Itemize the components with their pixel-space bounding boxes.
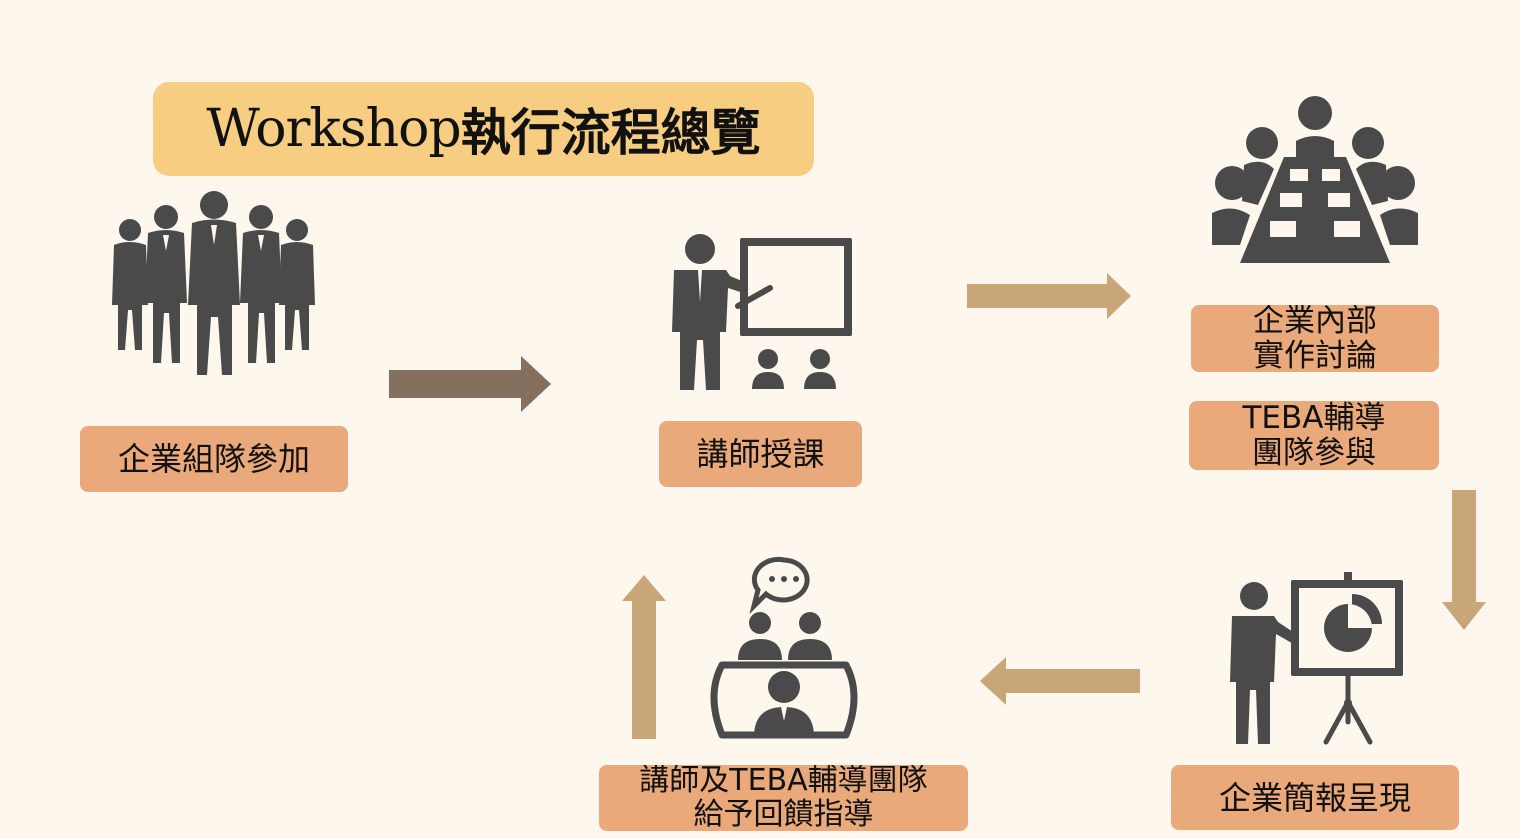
label-company-presentation: 企業簡報呈現	[1171, 765, 1459, 830]
label-text: 企業組隊參加	[117, 440, 310, 478]
arrow-discussion-to-presentation	[1442, 490, 1486, 630]
title-latin-text: Workshop	[206, 99, 461, 159]
label-lecture: 講師授課	[659, 421, 862, 487]
label-text: 講師授課	[696, 435, 825, 473]
label-internal-discussion: 企業內部 實作討論	[1191, 305, 1439, 372]
label-text: 企業簡報呈現	[1218, 778, 1411, 817]
label-line-2: 實作討論	[1253, 337, 1377, 372]
label-line-1: 企業內部	[1253, 305, 1377, 339]
label-feedback-guidance: 講師及TEBA輔導團隊 給予回饋指導	[599, 765, 968, 831]
business-team-icon	[112, 191, 315, 375]
arrow-feedback-up	[622, 575, 666, 739]
label-line-2: 團隊參與	[1252, 434, 1376, 470]
feedback-panel-icon	[710, 556, 858, 739]
arrow-team-to-lecture	[389, 356, 551, 412]
label-team-participation: 企業組隊參加	[80, 426, 348, 492]
title-cjk-text: 執行流程總覽	[460, 104, 761, 162]
label-line-1: 講師及TEBA輔導團隊	[639, 765, 928, 798]
presenter-pie-chart-icon	[1230, 572, 1403, 745]
label-line-2: 給予回饋指導	[693, 797, 874, 832]
label-line-1: TEBA輔導	[1242, 401, 1386, 436]
arrow-presentation-to-feedback	[980, 657, 1140, 705]
lecturer-whiteboard-icon	[672, 234, 852, 390]
arrow-lecture-to-discussion	[967, 273, 1131, 319]
meeting-table-icon	[1212, 96, 1418, 263]
label-teba-participation: TEBA輔導 團隊參與	[1189, 401, 1439, 470]
